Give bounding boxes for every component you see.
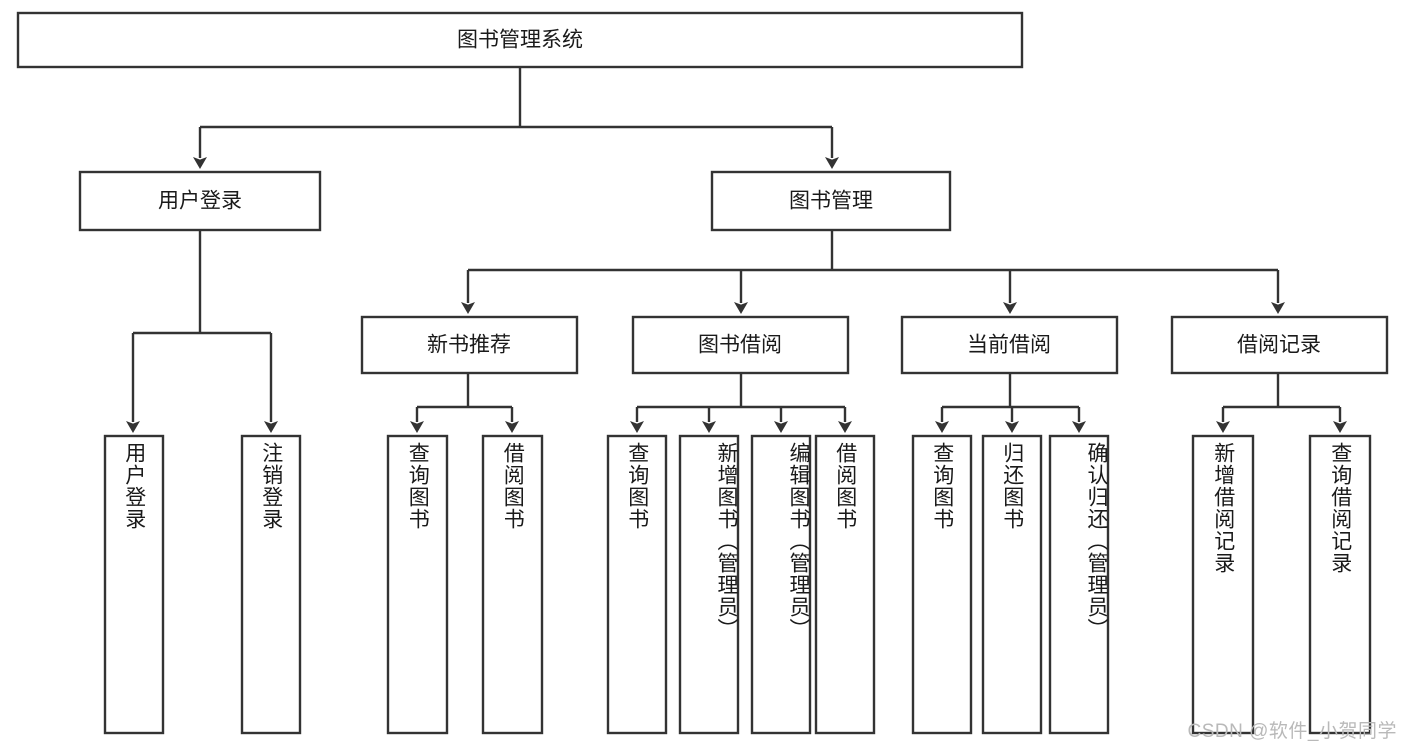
node-new-book-recommend-label: 新书推荐 — [427, 334, 511, 357]
csdn-watermark: CSDN @软件_小贺同学 — [1187, 721, 1397, 742]
node-book-management-box[interactable] — [710, 170, 952, 232]
leaf-box-borrow-book-2[interactable] — [814, 434, 876, 735]
leaf-box-edit-book-admin[interactable] — [750, 434, 812, 735]
node-root-label: 图书管理系统 — [457, 29, 583, 52]
node-book-borrow-box[interactable] — [631, 315, 850, 375]
leaf-box-return-book[interactable] — [981, 434, 1043, 735]
leaf-box-query-book-2[interactable] — [606, 434, 668, 735]
connector-group — [126, 67, 1347, 433]
leaf-box-query-book-3[interactable] — [911, 434, 973, 735]
leaf-box-logout[interactable] — [240, 434, 302, 735]
node-current-borrow-label: 当前借阅 — [967, 334, 1051, 357]
node-user-login-box[interactable] — [78, 170, 322, 232]
node-borrow-record[interactable]: 借阅记录 — [1170, 315, 1389, 375]
leaf-box-borrow-book-1[interactable] — [481, 434, 544, 735]
node-current-borrow[interactable]: 当前借阅 — [900, 315, 1119, 375]
node-borrow-record-box[interactable] — [1170, 315, 1389, 375]
node-new-book-recommend-box[interactable] — [360, 315, 579, 375]
leaf-box-add-borrow-record[interactable] — [1191, 434, 1255, 735]
node-root[interactable]: 图书管理系统 — [16, 11, 1024, 69]
node-root-box[interactable] — [16, 11, 1024, 69]
leaf-box-confirm-return-admin[interactable] — [1048, 434, 1110, 735]
node-book-borrow[interactable]: 图书借阅 — [631, 315, 850, 375]
node-borrow-record-label: 借阅记录 — [1237, 334, 1321, 357]
leaf-box-user-login[interactable] — [103, 434, 165, 735]
node-book-management[interactable]: 图书管理 — [710, 170, 952, 232]
node-book-management-label: 图书管理 — [789, 190, 873, 213]
leaf-box-query-borrow-record[interactable] — [1308, 434, 1372, 735]
leaf-box-add-book-admin[interactable] — [678, 434, 740, 735]
node-current-borrow-box[interactable] — [900, 315, 1119, 375]
leaf-box-query-book-1[interactable] — [386, 434, 449, 735]
node-user-login-label: 用户登录 — [158, 190, 242, 213]
node-user-login[interactable]: 用户登录 — [78, 170, 322, 232]
node-book-borrow-label: 图书借阅 — [698, 334, 782, 357]
node-new-book-recommend[interactable]: 新书推荐 — [360, 315, 579, 375]
